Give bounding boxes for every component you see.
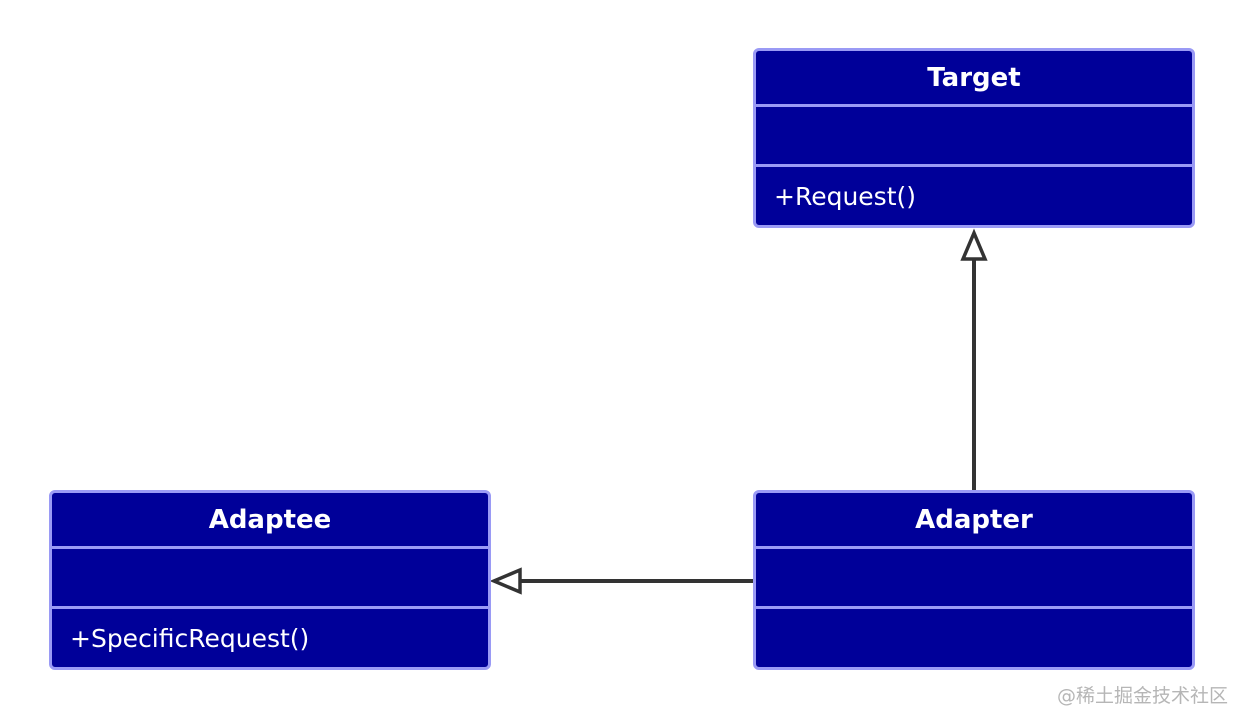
class-operations — [756, 609, 1192, 667]
class-attributes — [52, 549, 488, 609]
watermark: @稀土掘金技术社区 — [1056, 685, 1228, 707]
class-name: Target — [756, 51, 1192, 107]
class-operations: +Request() — [774, 181, 917, 211]
class-attributes — [756, 549, 1192, 609]
generalization-adapter-to-target — [960, 228, 988, 490]
class-adapter[interactable]: Adapter — [753, 490, 1195, 670]
class-target[interactable]: Target +Request() — [753, 48, 1195, 228]
generalization-adapter-to-adaptee — [489, 567, 753, 595]
class-adaptee[interactable]: Adaptee +SpecificRequest() — [49, 490, 491, 670]
class-name: Adapter — [756, 493, 1192, 549]
class-operations: +SpecificRequest() — [70, 623, 310, 653]
class-attributes — [756, 107, 1192, 167]
class-name: Adaptee — [52, 493, 488, 549]
